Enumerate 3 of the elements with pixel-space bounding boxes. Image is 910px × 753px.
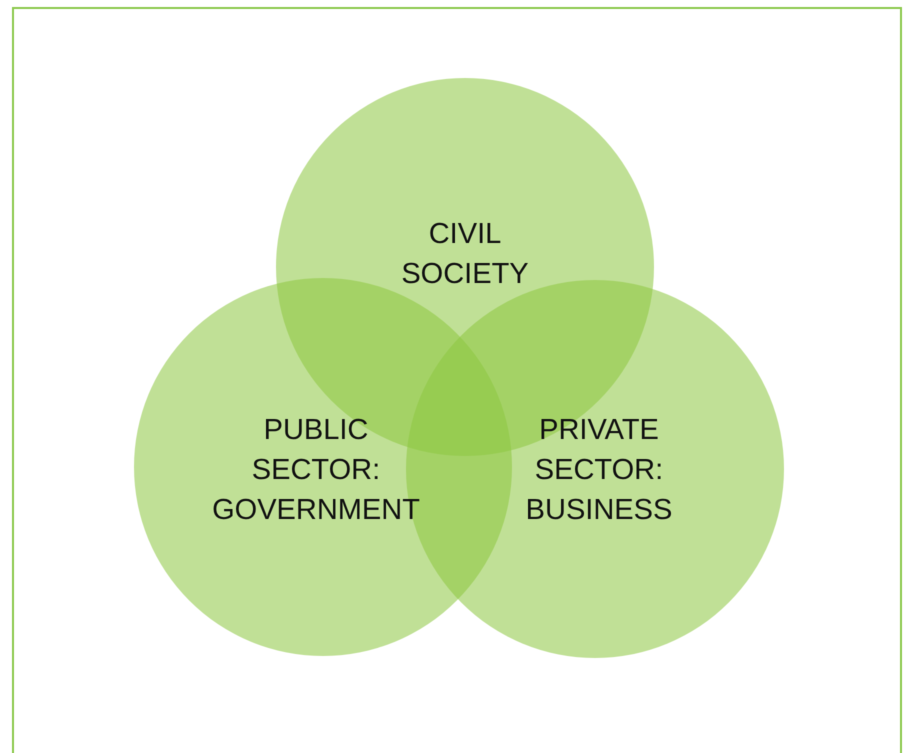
circle-label: PUBLIC SECTOR: GOVERNMENT xyxy=(211,413,421,528)
circle-label: PRIVATE SECTOR: BUSINESS xyxy=(524,413,674,528)
circle-label: CIVIL SOCIETY xyxy=(400,217,530,292)
